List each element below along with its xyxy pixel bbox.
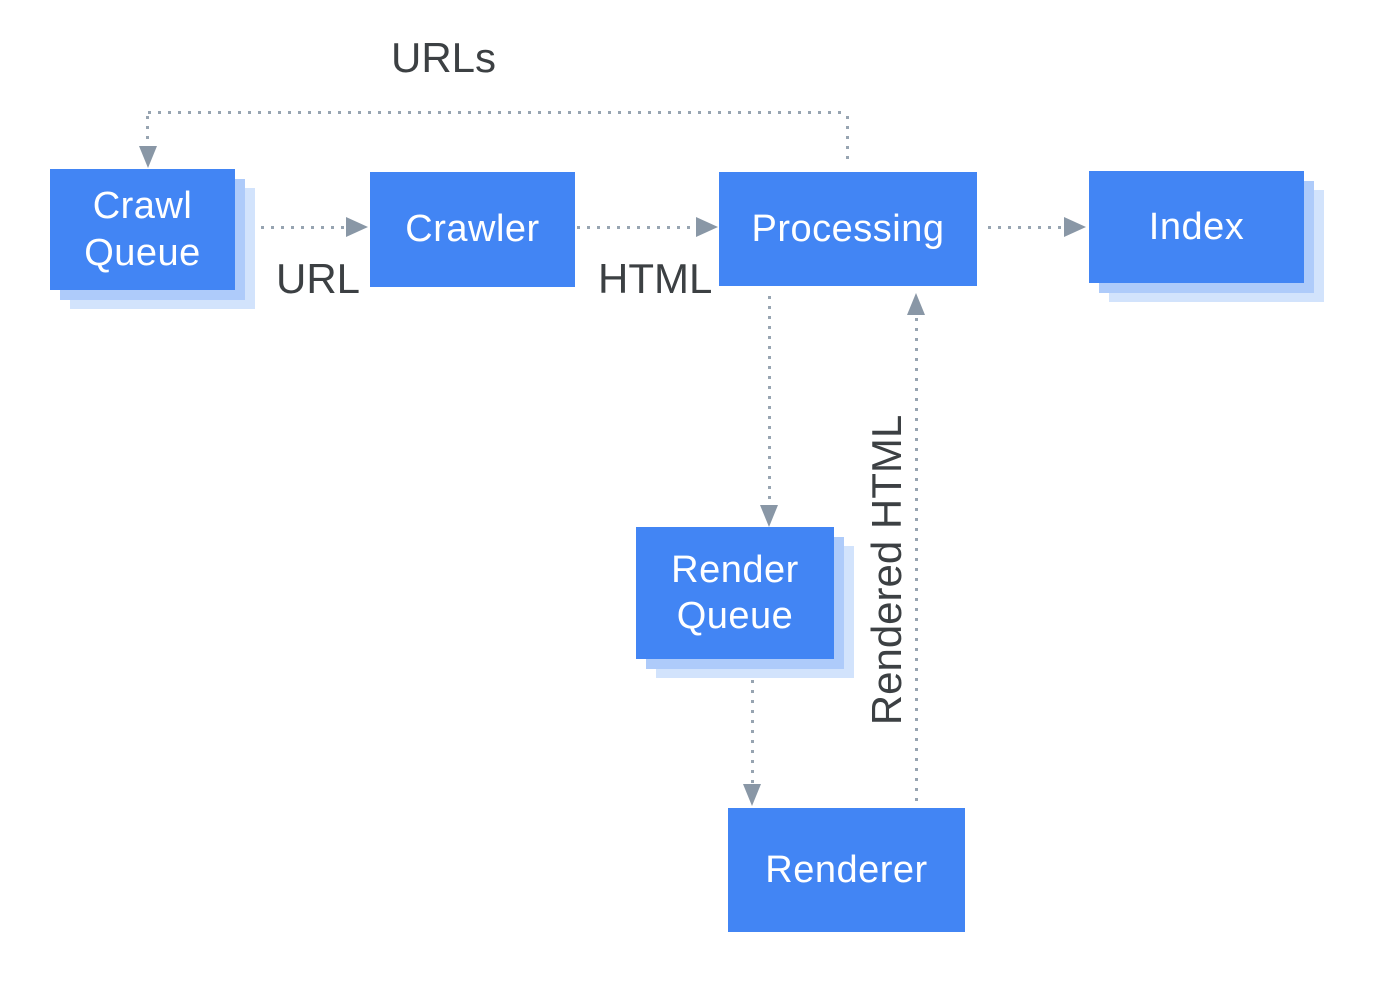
node-index-label: Index xyxy=(1148,205,1245,248)
node-crawler: Crawler xyxy=(370,172,575,287)
node-crawl-queue-label: Crawl Queue xyxy=(84,185,201,274)
edge-renderer-to-processing-line xyxy=(915,318,918,806)
arrowhead-right-into-crawler-icon xyxy=(346,217,368,237)
edge-crawlqueue-to-crawler-line xyxy=(251,226,347,229)
edge-crawler-to-processing-line xyxy=(577,226,696,229)
edge-processing-to-crawlqueue-right-segment xyxy=(846,116,849,166)
edge-processing-to-renderqueue-line xyxy=(768,296,771,502)
edge-label-urls: URLs xyxy=(391,34,497,81)
arrowhead-down-into-render-queue-icon xyxy=(760,505,778,527)
edge-label-html: HTML xyxy=(598,255,713,302)
node-processing-label: Processing xyxy=(751,207,945,250)
node-crawl-queue: Crawl Queue xyxy=(50,169,235,290)
node-index: Index xyxy=(1089,171,1304,283)
arrowhead-down-into-renderer-icon xyxy=(743,784,761,806)
edge-label-url: URL xyxy=(276,255,361,302)
node-crawler-label: Crawler xyxy=(405,208,540,251)
arrowhead-right-into-index-icon xyxy=(1064,217,1086,237)
node-render-queue-label: Render Queue xyxy=(671,548,799,637)
edge-processing-to-index-line xyxy=(988,226,1064,229)
node-processing: Processing xyxy=(719,172,977,286)
edge-processing-to-crawlqueue-left-segment xyxy=(146,116,149,146)
edge-label-rendered-html: Rendered HTML xyxy=(863,414,910,726)
node-render-queue: Render Queue xyxy=(636,527,834,659)
edge-renderqueue-to-renderer-line xyxy=(751,680,754,783)
arrowhead-down-into-crawl-queue-icon xyxy=(139,146,157,168)
arrowhead-right-into-processing-icon xyxy=(696,217,718,237)
node-renderer-label: Renderer xyxy=(765,848,928,891)
arrowhead-up-into-processing-icon xyxy=(907,293,925,315)
node-renderer: Renderer xyxy=(728,808,965,932)
edge-processing-to-crawlqueue-horizontal xyxy=(148,111,848,114)
